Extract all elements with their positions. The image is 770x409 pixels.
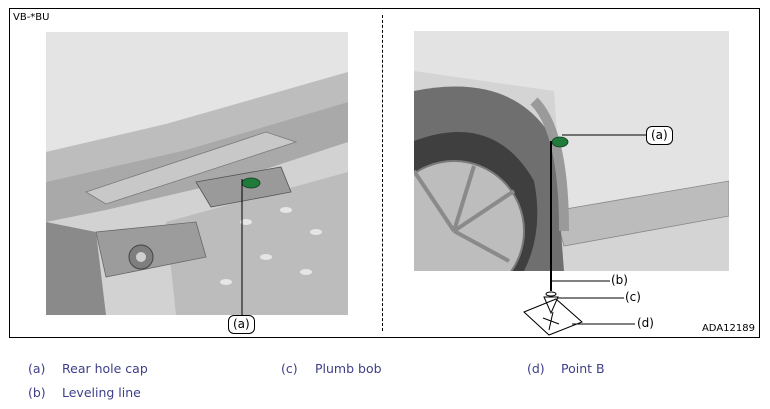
right-callout-a: (a) [646,126,673,145]
legend-label: Leveling line [62,385,141,400]
legend-item-rear-hole-cap: (a) Rear hole cap [28,361,148,376]
legend-item-leveling-line: (b) Leveling line [28,385,141,400]
legend-tag: (c) [281,361,298,376]
right-callout-d: (d) [637,316,654,330]
figure-frame: VB-*BU [9,8,760,338]
left-callout-a: (a) [228,315,255,334]
model-code: VB-*BU [13,12,50,23]
right-callout-b: (b) [611,273,628,287]
legend-label: Point B [561,361,605,376]
image-code: ADA12189 [701,323,755,334]
right-illustration [414,31,729,271]
left-illustration [46,32,348,315]
legend-item-plumb-bob: (c) Plumb bob [281,361,382,376]
legend-label: Rear hole cap [62,361,148,376]
legend-item-point-b: (d) Point B [527,361,605,376]
leader-lines [241,134,647,336]
legend-tag: (d) [527,361,545,376]
right-callout-c: (c) [625,290,641,304]
legend-tag: (b) [28,385,46,400]
legend-label: Plumb bob [315,361,382,376]
panel-divider [382,15,383,331]
legend-tag: (a) [28,361,46,376]
point-b-marker-icon [523,298,583,336]
plumb-bob-icon [543,291,559,315]
